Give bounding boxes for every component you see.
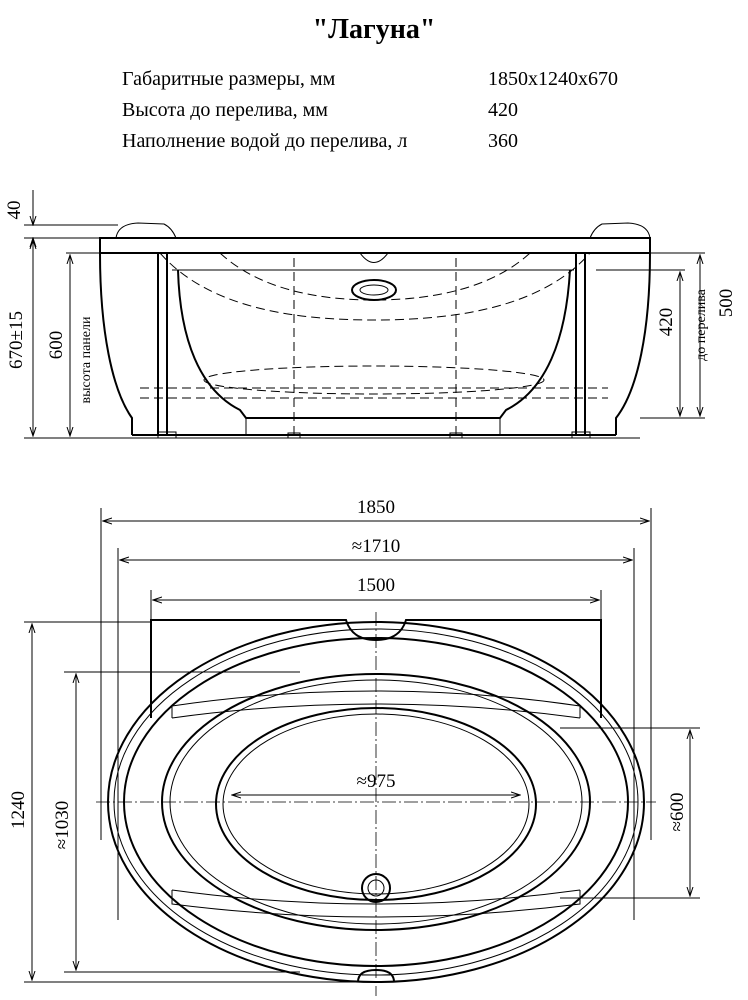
dim-width-1240: 1240 xyxy=(8,791,29,829)
dim-500: 500 xyxy=(716,289,737,318)
spec-label: Габаритные размеры, мм xyxy=(122,68,336,90)
side-view: 40 670±15 600 высота панели xyxy=(4,190,737,439)
dim-width-1030: ≈1030 xyxy=(52,801,73,849)
spec-row-dimensions: Габаритные размеры, мм 1850x1240x670 xyxy=(122,64,618,95)
spec-value: 420 xyxy=(488,99,518,121)
spec-row-water-volume: Наполнение водой до перелива, л 360 xyxy=(122,126,618,157)
spec-table: Габаритные размеры, мм 1850x1240x670 Выс… xyxy=(122,64,618,157)
dim-panel-1500: 1500 xyxy=(357,575,395,596)
dim-overflow-420: 420 xyxy=(656,308,677,337)
dim-total-height: 670±15 xyxy=(6,311,27,369)
overflow-label: до перелива xyxy=(694,288,709,360)
spec-value: 360 xyxy=(488,130,518,152)
dim-inner-600: ≈600 xyxy=(667,793,688,832)
spec-row-overflow-height: Высота до перелива, мм 420 xyxy=(122,95,618,126)
spec-label: Высота до перелива, мм xyxy=(122,99,328,121)
top-view: 1850 ≈1710 1500 xyxy=(8,497,700,996)
drawing-title: "Лагуна" xyxy=(312,14,436,45)
dim-length-1850: 1850 xyxy=(357,497,395,518)
panel-height-label: высота панели xyxy=(79,316,94,403)
dim-top-40: 40 xyxy=(4,201,25,220)
spec-label: Наполнение водой до перелива, л xyxy=(122,130,408,152)
dim-outer-1710: ≈1710 xyxy=(352,536,400,557)
dim-inner-975: ≈975 xyxy=(357,771,396,792)
spec-value: 1850x1240x670 xyxy=(488,68,618,90)
dim-panel-600: 600 xyxy=(46,331,67,360)
